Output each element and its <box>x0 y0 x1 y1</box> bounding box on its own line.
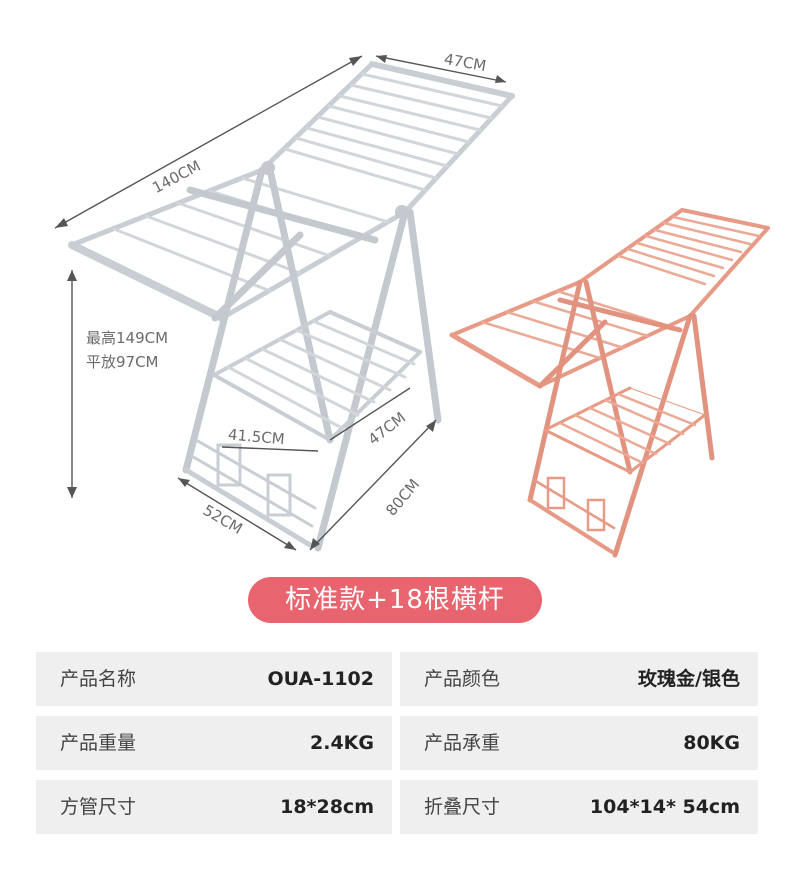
spec-value: 104*14* 54cm <box>589 796 740 818</box>
spec-row: 产品重量 2.4KG 产品承重 80KG <box>36 716 758 770</box>
dim-shelf-width-label: 41.5CM <box>227 425 285 448</box>
spec-label: 产品重量 <box>60 732 137 754</box>
spec-value: 2.4KG <box>310 732 374 754</box>
spec-cell: 产品承重 80KG <box>400 716 758 770</box>
spec-row: 产品名称 OUA-1102 产品颜色 玫瑰金/银色 <box>36 652 758 706</box>
spec-label: 产品颜色 <box>424 668 501 690</box>
dimension-lines <box>54 55 507 551</box>
spec-row: 方管尺寸 18*28cm 折叠尺寸 104*14* 54cm <box>36 780 758 834</box>
spec-label: 折叠尺寸 <box>424 796 501 818</box>
spec-label: 产品承重 <box>424 732 501 754</box>
spec-label: 产品名称 <box>60 668 137 690</box>
spec-value: 18*28cm <box>280 796 374 818</box>
spec-value: 80KG <box>683 732 740 754</box>
silver-rack-image <box>68 61 515 552</box>
spec-cell: 产品颜色 玫瑰金/银色 <box>400 652 758 706</box>
dim-base-width-label: 52CM <box>200 501 246 538</box>
spec-cell: 方管尺寸 18*28cm <box>36 780 392 834</box>
dim-height-flat-label: 平放97CM <box>86 353 159 371</box>
spec-cell: 产品名称 OUA-1102 <box>36 652 392 706</box>
dim-height-max-label: 最高149CM <box>86 329 168 347</box>
spec-cell: 产品重量 2.4KG <box>36 716 392 770</box>
spec-label: 方管尺寸 <box>60 796 137 818</box>
product-illustration: 140CM 47CM 最高149CM 平放97CM 41.5CM 47CM 52… <box>54 50 770 558</box>
spec-value: OUA-1102 <box>267 668 374 690</box>
spec-cell: 折叠尺寸 104*14* 54cm <box>400 780 758 834</box>
dim-base-depth-label: 80CM <box>382 475 423 519</box>
model-banner: 标准款+18根横杆 <box>248 577 542 623</box>
dim-shelf-depth-label: 47CM <box>365 408 410 448</box>
rose-gold-rack-image <box>449 208 770 558</box>
spec-value: 玫瑰金/银色 <box>638 668 740 690</box>
